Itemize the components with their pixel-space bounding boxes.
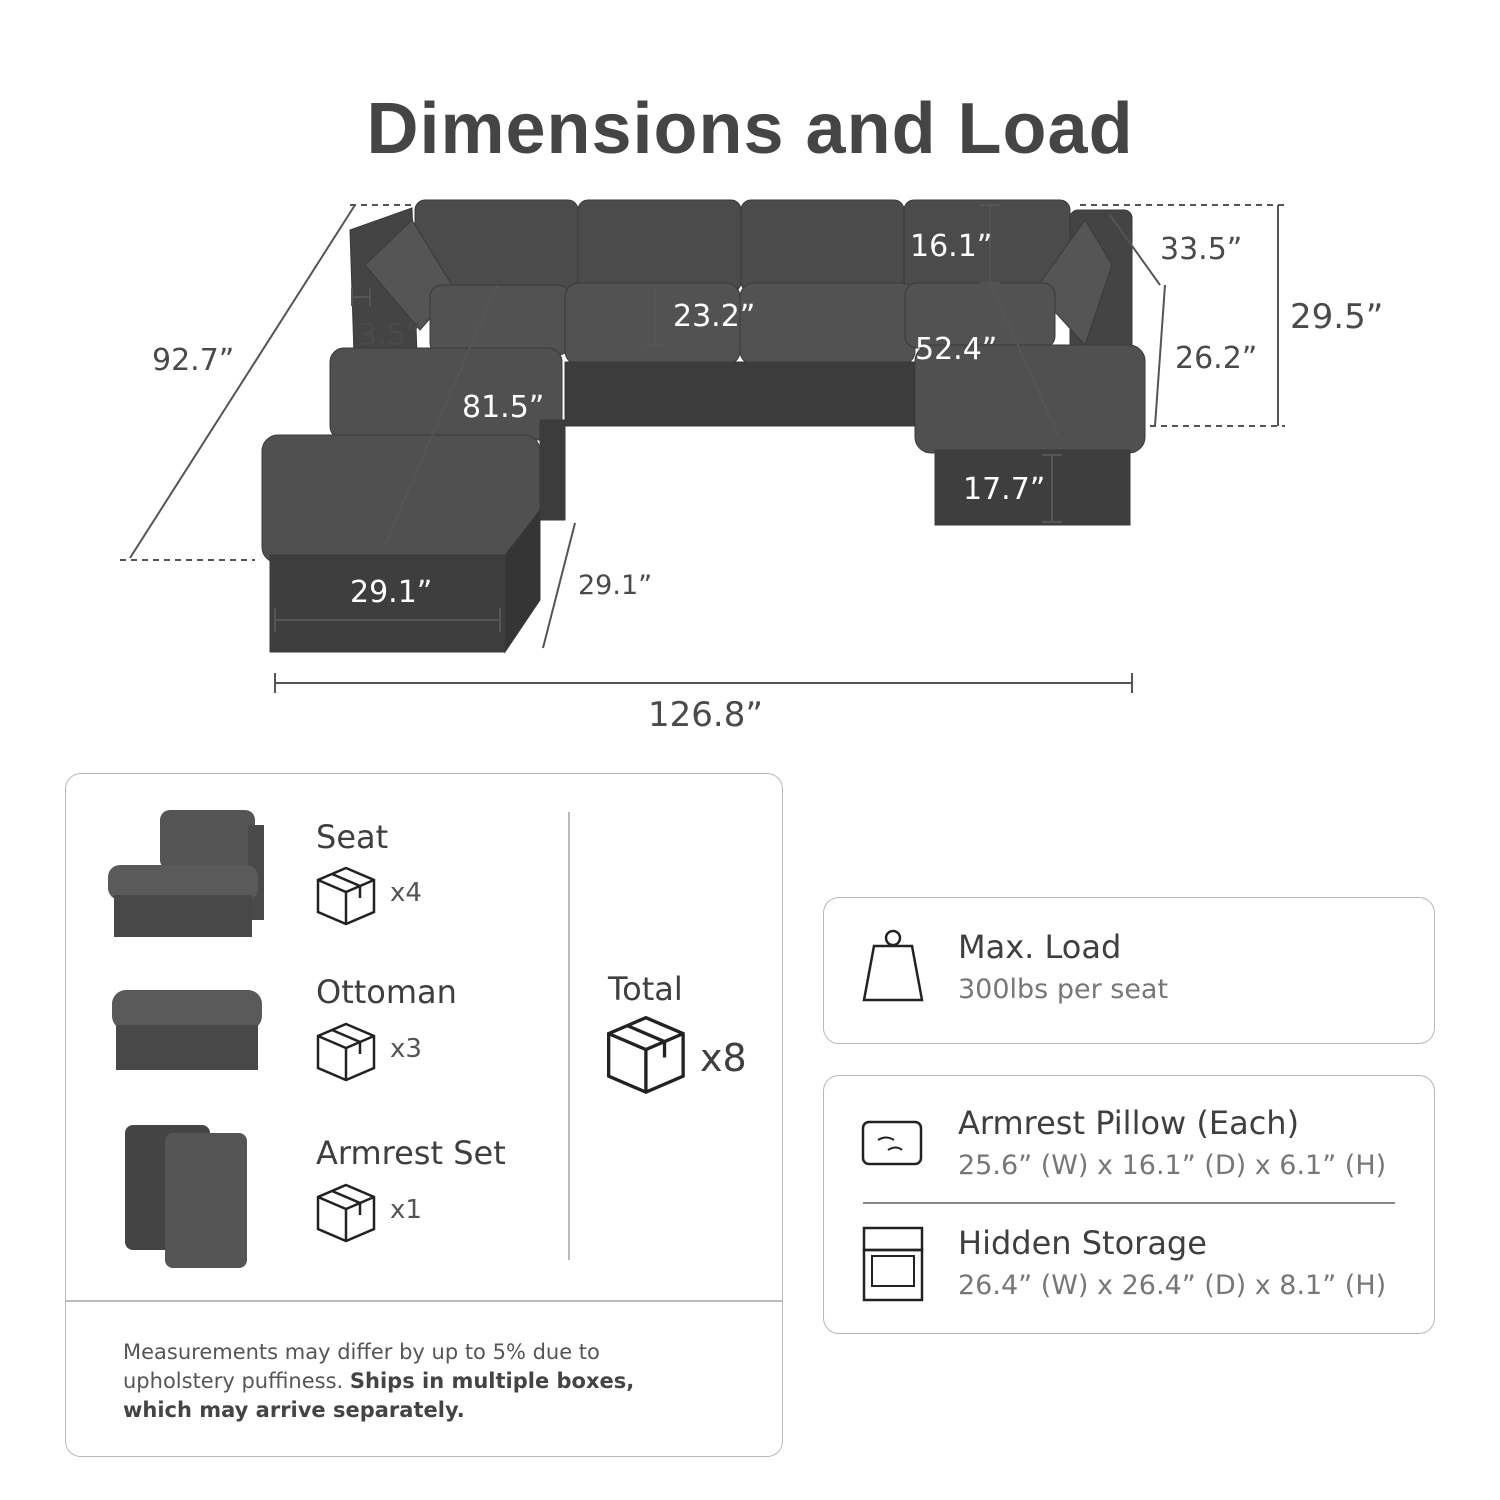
armrest-set-count: x1 xyxy=(390,1195,422,1225)
divider xyxy=(568,812,570,1260)
dim-diagonal-depth: 92.7” xyxy=(152,343,234,378)
box-icon xyxy=(606,1015,685,1094)
total-count: x8 xyxy=(700,1036,747,1080)
box-icon xyxy=(316,1022,376,1082)
armrest-set-image xyxy=(125,1125,247,1268)
dim-total-height: 29.5” xyxy=(1290,297,1383,337)
box-icon xyxy=(316,1183,376,1243)
max-load-title: Max. Load xyxy=(958,928,1122,966)
dim-seat-height: 17.7” xyxy=(963,472,1045,507)
dim-arm-height: 26.2” xyxy=(1175,341,1257,376)
armrest-pillow-dims: 25.6” (W) x 16.1” (D) x 6.1” (H) xyxy=(958,1150,1387,1181)
pillow-icon xyxy=(861,1120,923,1166)
ottoman-image xyxy=(112,990,262,1070)
dim-ottoman-depth: 29.1” xyxy=(578,570,652,601)
dim-arm-depth: 33.5” xyxy=(1160,232,1242,267)
ottoman-label: Ottoman xyxy=(316,973,457,1011)
max-load-value: 300lbs per seat xyxy=(958,974,1169,1005)
max-load-panel xyxy=(823,897,1435,1044)
dim-right-depth: 52.4” xyxy=(915,332,997,367)
sofa-dimension-diagram: 92.7” 3.5” 81.5” 29.1” 29.1” 23.2” 16.1”… xyxy=(120,199,1383,735)
weight-icon xyxy=(862,929,924,1002)
dim-back-height: 16.1” xyxy=(910,229,992,264)
page-title: Dimensions and Load xyxy=(366,89,1134,169)
dim-chaise-length: 81.5” xyxy=(462,390,544,425)
accessories-panel xyxy=(823,1075,1435,1334)
seat-label: Seat xyxy=(316,818,389,856)
divider xyxy=(65,1300,783,1302)
armrest-pillow-title: Armrest Pillow (Each) xyxy=(958,1104,1300,1142)
divider xyxy=(863,1202,1395,1204)
component-images xyxy=(108,810,264,1268)
armrest-set-label: Armrest Set xyxy=(316,1134,506,1172)
dimension-lines xyxy=(120,204,1285,693)
box-icon xyxy=(316,866,376,926)
hidden-storage-title: Hidden Storage xyxy=(958,1224,1207,1262)
hidden-storage-dims: 26.4” (W) x 26.4” (D) x 8.1” (H) xyxy=(958,1270,1387,1301)
ottoman-count: x3 xyxy=(390,1034,422,1064)
seat-count: x4 xyxy=(390,878,422,908)
sofa-illustration xyxy=(261,199,1146,654)
measurement-note: Measurements may differ by up to 5% due … xyxy=(123,1338,683,1425)
total-label: Total xyxy=(608,970,683,1008)
dim-arm-width: 3.5” xyxy=(358,318,421,353)
dim-ottoman-width: 29.1” xyxy=(350,575,432,610)
dim-total-width: 126.8” xyxy=(648,695,763,735)
seat-image xyxy=(108,810,264,937)
note-bold-text: Ships in multiple boxes, which may arriv… xyxy=(123,1369,635,1422)
note-text: Measurements may differ by up to 5% due … xyxy=(123,1340,600,1393)
dim-seat-depth: 23.2” xyxy=(673,299,755,334)
hidden-storage-icon xyxy=(862,1226,924,1302)
